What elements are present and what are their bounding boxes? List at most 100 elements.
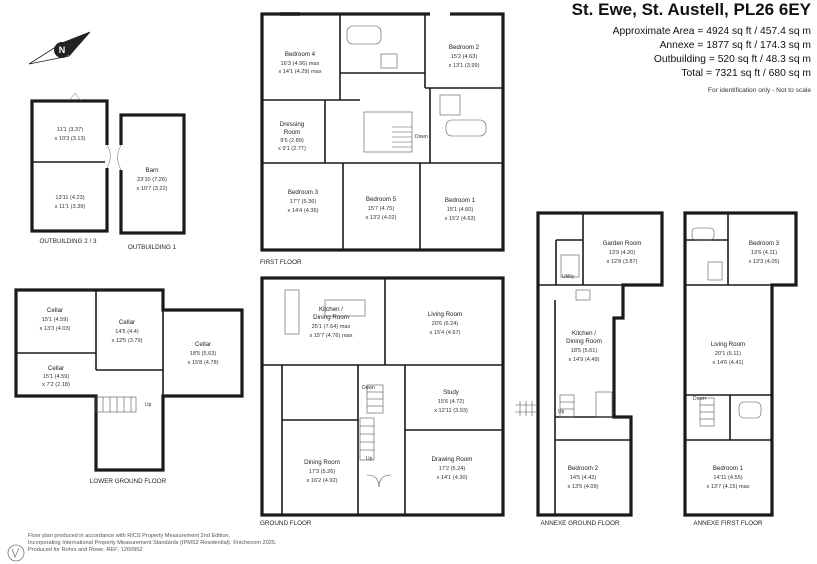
agf-garden-dim1: 13'9 (4.20) — [609, 250, 636, 256]
gf-dining-dim2: x 16'2 (4.92) — [307, 478, 338, 484]
lg-cellar3-dim1: 18'5 (5.63) — [190, 351, 217, 357]
lg-cellar1-dim2: x 13'3 (4.03) — [40, 326, 71, 332]
area-total: Total = 7321 sq ft / 680 sq m — [681, 68, 811, 79]
ff-dressing-name: Dressing — [280, 121, 305, 128]
ff-bed4-dim2: x 14'1 (4.29) max — [278, 69, 321, 75]
label-first-floor: FIRST FLOOR — [260, 259, 302, 266]
gf-drawing-dim2: x 14'1 (4.30) — [437, 475, 468, 481]
ff-bed4-dim1: 16'3 (4.96) max — [281, 61, 320, 67]
gf-living-dim1: 20'6 (6.24) — [432, 321, 459, 327]
footer-notes: Floor plan produced in accordance with R… — [10, 533, 277, 554]
area-approximate: Approximate Area = 4924 sq ft / 457.4 sq… — [612, 26, 811, 37]
lg-cellar3-name: Cellar — [195, 341, 211, 348]
ff-bed2-dim1: 15'2 (4.63) — [451, 54, 478, 60]
aff-living-dim1: 20'1 (6.11) — [715, 351, 741, 357]
aff-bed1-dim2: x 13'7 (4.15) max — [706, 484, 749, 490]
agf-up-label: Up — [558, 409, 565, 415]
agf-kitchen-name2: Dining Room — [566, 338, 602, 345]
aff-bed3-dim1: 13'6 (4.11) — [751, 250, 777, 256]
agf-kitchen-name: Kitchen / — [572, 330, 596, 337]
gf-drawing-name: Drawing Room — [432, 456, 473, 463]
gf-study-dim1: 15'6 (4.72) — [438, 399, 465, 405]
footer-line-3: Produced for Rohrs and Rowe. REF: 126095… — [28, 547, 143, 553]
ff-down-label: Down — [415, 134, 428, 140]
lg-cellar2-name: Cellar — [119, 319, 135, 326]
lg-cellar4-dim2: x 7'2 (2.18) — [42, 382, 70, 388]
gf-kitchen-name2: Dining Room — [313, 314, 349, 321]
gf-dining-dim1: 17'3 (5.26) — [309, 469, 336, 475]
ob-room-b-dim1: 13'11 (4.23) — [55, 195, 84, 201]
gf-drawing-dim1: 17'2 (5.24) — [439, 466, 466, 472]
aff-bed1-dim1: 14'11 (4.55) — [713, 475, 742, 481]
lg-cellar4-name: Cellar — [48, 365, 64, 372]
ff-bed1-dim2: x 15'2 (4.63) — [445, 216, 476, 222]
ff-bed3-name: Bedroom 3 — [288, 189, 319, 196]
ff-bed5-name: Bedroom 5 — [366, 196, 397, 203]
area-annexe: Annexe = 1877 sq ft / 174.3 sq m — [659, 40, 811, 51]
ff-dressing-dim1: 9'6 (2.89) — [280, 138, 304, 144]
label-annexe-ground-floor: ANNEXE GROUND FLOOR — [540, 520, 620, 527]
annexe-ground-floor: Garden Room 13'9 (4.20) x 12'8 (3.87) Ut… — [515, 211, 664, 527]
gf-kitchen-dim1: 25'1 (7.64) max — [312, 324, 351, 330]
agf-utility-label: Utility — [562, 274, 575, 280]
lower-ground-floor: Up Cellar 15'1 (4.59) x 13'3 (4.03) Cell… — [14, 288, 244, 485]
area-outbuilding: Outbuilding = 520 sq ft / 48.3 sq m — [653, 54, 811, 65]
gf-kitchen-dim2: x 15'7 (4.76) max — [309, 333, 352, 339]
compass-icon: N — [28, 31, 91, 65]
disclaimer: For identification only - Not to scale — [708, 87, 811, 94]
ff-bed2-name: Bedroom 2 — [449, 44, 480, 51]
agf-bed2-name: Bedroom 2 — [568, 465, 599, 472]
ground-floor: Kitchen / Dining Room 25'1 (7.64) max x … — [260, 276, 505, 527]
ff-bed4-name: Bedroom 4 — [285, 51, 316, 58]
ob-room-a-dim1: 11'1 (3.37) — [57, 127, 83, 133]
nichecom-logo-icon — [7, 544, 25, 562]
label-outbuilding-1: OUTBUILDING 1 — [128, 244, 177, 251]
gf-down-label: Down — [362, 385, 375, 391]
lg-cellar4-dim1: 15'1 (4.59) — [43, 374, 70, 380]
aff-living-name: Living Room — [711, 341, 745, 348]
agf-bed2-dim2: x 13'5 (4.09) — [568, 484, 599, 490]
agf-bed2-dim1: 14'5 (4.42) — [570, 475, 597, 481]
ff-dressing-name2: Room — [284, 129, 301, 136]
property-address: St. Ewe, St. Austell, PL26 6EY — [571, 0, 811, 19]
lg-cellar2-dim1: 14'5 (4.4) — [115, 329, 139, 335]
barn-dim2: x 10'7 (3.22) — [137, 186, 168, 192]
ff-bed2-dim2: x 13'1 (3.99) — [449, 63, 480, 69]
lg-cellar2-dim2: x 12'5 (3.79) — [112, 338, 143, 344]
aff-living-dim2: x 14'6 (4.41) — [713, 360, 744, 366]
ff-bed3-dim2: x 14'4 (4.36) — [288, 208, 319, 214]
first-floor: Bedroom 4 16'3 (4.96) max x 14'1 (4.29) … — [260, 12, 505, 266]
label-outbuilding-2-3: OUTBUILDING 2 / 3 — [39, 238, 97, 245]
aff-bed3-dim2: x 13'3 (4.05) — [749, 259, 780, 265]
gf-living-name: Living Room — [428, 311, 462, 318]
outbuilding-1: Barn 23'10 (7.26) x 10'7 (3.22) OUTBUILD… — [117, 113, 186, 251]
compass-label: N — [59, 45, 66, 55]
ff-bed5-dim1: 15'7 (4.75) — [368, 206, 395, 212]
footer-line-2: Incorporating International Property Mea… — [28, 540, 277, 546]
lg-cellar3-dim2: x 15'8 (4.78) — [188, 360, 219, 366]
gf-study-name: Study — [443, 389, 460, 396]
ff-bed3-dim1: 17'7 (5.36) — [290, 199, 317, 205]
gf-living-dim2: x 15'4 (4.67) — [430, 330, 461, 336]
gf-study-dim2: x 12'11 (3.93) — [434, 408, 468, 414]
lg-cellar1-dim1: 15'1 (4.59) — [42, 317, 69, 323]
agf-kitchen-dim2: x 14'9 (4.49) — [569, 357, 600, 363]
ff-bed5-dim2: x 13'2 (4.02) — [366, 215, 397, 221]
aff-down-label: Down — [693, 396, 706, 402]
aff-bed3-name: Bedroom 3 — [749, 240, 780, 247]
agf-garden-name: Garden Room — [603, 240, 642, 247]
label-ground-floor: GROUND FLOOR — [260, 520, 312, 527]
annexe-first-floor: Bedroom 3 13'6 (4.11) x 13'3 (4.05) Livi… — [683, 211, 798, 527]
barn-dim1: 23'10 (7.26) — [137, 177, 167, 183]
ff-dressing-dim2: x 9'1 (2.77) — [278, 146, 306, 152]
agf-garden-dim2: x 12'8 (3.87) — [607, 259, 638, 265]
outbuilding-2-3: 11'1 (3.37) x 10'3 (3.13) 13'11 (4.23) x… — [30, 92, 111, 245]
ob-room-b-dim2: x 11'1 (3.39) — [55, 204, 86, 210]
agf-kitchen-dim1: 18'5 (5.61) — [571, 348, 598, 354]
lg-cellar1-name: Cellar — [47, 307, 63, 314]
lg-up-label: Up — [145, 402, 152, 408]
ff-bed1-name: Bedroom 1 — [445, 197, 476, 204]
ob-room-a-dim2: x 10'3 (3.13) — [55, 136, 86, 142]
footer-line-1: Floor plan produced in accordance with R… — [28, 533, 231, 539]
